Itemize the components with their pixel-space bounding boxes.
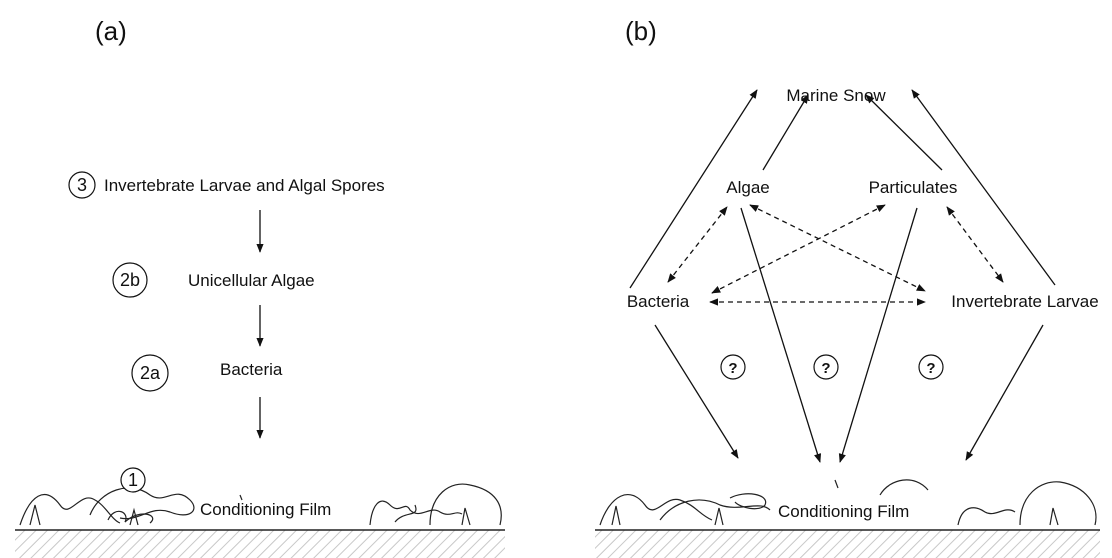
stage-3-text: Invertebrate Larvae and Algal Spores xyxy=(104,176,385,195)
film-b-text: Conditioning Film xyxy=(778,502,909,521)
film-fiber xyxy=(611,505,621,526)
film-fiber xyxy=(879,479,929,496)
node-algae: Algae xyxy=(726,178,769,197)
film-fiber xyxy=(729,493,767,510)
dashed-algae-larvae xyxy=(749,204,926,292)
question-mark-2: ? xyxy=(821,360,830,377)
panel-a: (a) 3 Invertebrate Larvae and Algal Spor… xyxy=(15,16,505,558)
film-fiber xyxy=(89,487,195,520)
stage-3-circle xyxy=(68,171,96,199)
film-fiber xyxy=(659,499,771,521)
panel-a-label: (a) xyxy=(95,16,127,46)
film-fiber xyxy=(714,507,724,526)
question-mark-circle xyxy=(918,354,944,380)
question-mark-1: ? xyxy=(728,360,737,377)
film-fiber xyxy=(394,504,417,523)
dashed-particulates-larvae xyxy=(946,206,1004,283)
stage-2a-text: Bacteria xyxy=(220,360,283,379)
arrow-larvae-to-marine-snow xyxy=(911,89,1056,286)
film-fiber xyxy=(129,507,139,526)
film-fiber xyxy=(957,507,1016,526)
conditioning-film-b: Conditioning Film xyxy=(595,479,1100,558)
film-fiber xyxy=(29,504,41,526)
arrow-algae-to-film xyxy=(740,207,822,463)
panel-b: (b) Marine Snow Algae Particulates Bacte… xyxy=(595,16,1100,558)
node-marine-snow: Marine Snow xyxy=(786,86,886,105)
film-fiber xyxy=(834,479,839,489)
stage-3: 3 Invertebrate Larvae and Algal Spores xyxy=(68,171,385,199)
question-mark-circle xyxy=(720,354,746,380)
film-fiber xyxy=(239,494,243,501)
question-mark-3: ? xyxy=(926,360,935,377)
film-fiber xyxy=(599,494,713,526)
film-fiber xyxy=(19,494,121,526)
film-fiber xyxy=(369,500,463,526)
arrow-bacteria-to-film xyxy=(654,324,739,459)
film-fiber xyxy=(1019,481,1097,526)
stage-2a-number: 2a xyxy=(140,363,161,383)
arrow-particulates-to-film xyxy=(838,207,918,463)
arrow-larvae-to-film xyxy=(965,324,1044,461)
stage-2a-circle xyxy=(131,354,169,392)
panel-b-label: (b) xyxy=(625,16,657,46)
arrow-bacteria-to-marine-snow xyxy=(629,89,758,289)
stage-2b-number: 2b xyxy=(120,270,140,290)
stage-2b-text: Unicellular Algae xyxy=(188,271,315,290)
question-mark-circle xyxy=(813,354,839,380)
stage-1-text: Conditioning Film xyxy=(200,500,331,519)
node-invertebrate-larvae: Invertebrate Larvae xyxy=(951,292,1098,311)
arrow-algae-to-marine-snow xyxy=(762,94,809,171)
film-fiber xyxy=(429,483,502,526)
arrow-particulates-to-marine-snow xyxy=(865,94,943,171)
substrate-hatch-b xyxy=(595,530,1100,558)
stage-1-circle xyxy=(120,467,146,493)
substrate-hatch-a xyxy=(15,530,505,558)
film-fiber xyxy=(107,510,154,524)
stage-1-number: 1 xyxy=(128,470,138,490)
conditioning-film-a: 1 Conditioning Film xyxy=(15,467,505,558)
stage-2b: 2b Unicellular Algae xyxy=(112,262,315,298)
film-fiber xyxy=(461,507,471,526)
dashed-bacteria-algae xyxy=(667,206,728,283)
stage-3-number: 3 xyxy=(77,175,87,195)
node-bacteria: Bacteria xyxy=(627,292,690,311)
stage-2a: 2a Bacteria xyxy=(131,354,283,392)
node-particulates: Particulates xyxy=(869,178,958,197)
stage-2b-circle xyxy=(112,262,148,298)
dashed-bacteria-particulates xyxy=(711,204,886,294)
film-fiber xyxy=(1049,507,1059,526)
